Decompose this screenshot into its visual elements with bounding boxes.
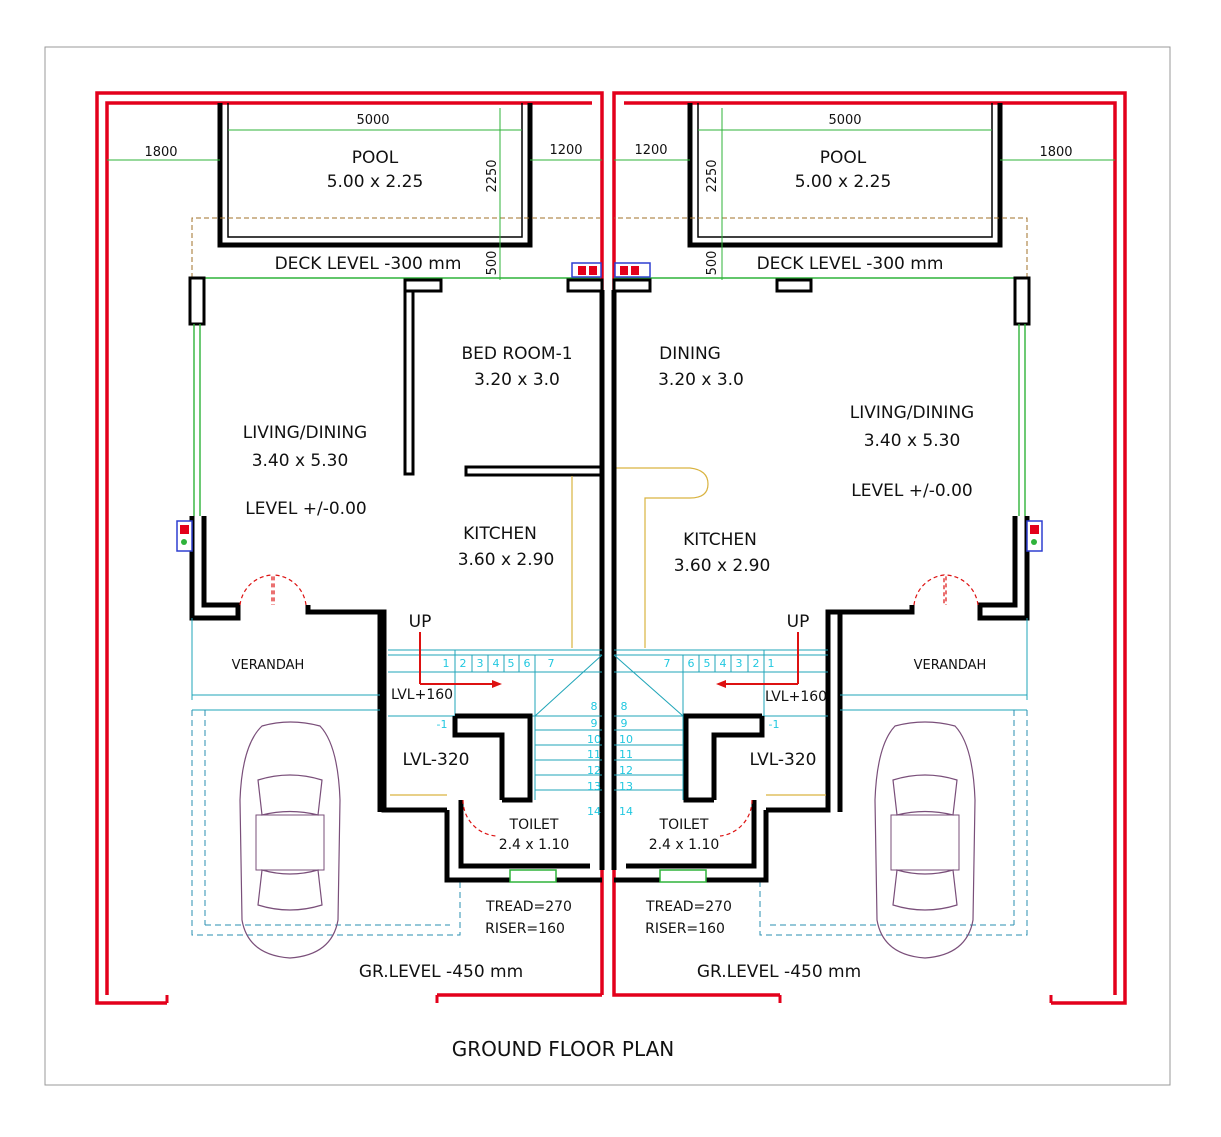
left-step-number: 3 xyxy=(477,657,484,670)
left-step-number: 12 xyxy=(587,764,601,777)
left-living-level: LEVEL +/-0.00 xyxy=(245,499,366,519)
left-toilet-size: 2.4 x 1.10 xyxy=(499,837,570,853)
right-step-number: 5 xyxy=(704,657,711,670)
left-car-icon xyxy=(239,721,341,959)
left-verandah-label: VERANDAH xyxy=(232,658,305,673)
left-lower-level: LVL-320 xyxy=(403,750,470,770)
right-step-number: 8 xyxy=(621,700,628,713)
left-step-number: 5 xyxy=(508,657,515,670)
right-step-number: 6 xyxy=(688,657,695,670)
right-setback-dim: 1800 xyxy=(1039,145,1072,160)
right-step-number: 3 xyxy=(736,657,743,670)
right-pool-label: POOL xyxy=(820,148,867,168)
right-step-number: 11 xyxy=(619,748,633,761)
right-ground-level: GR.LEVEL -450 mm xyxy=(697,962,861,982)
sheet-border xyxy=(44,46,1171,1086)
right-step-number: 1 xyxy=(768,657,775,670)
right-step-number: 4 xyxy=(720,657,727,670)
left-step-number: 14 xyxy=(587,805,601,818)
left-deck-level: DECK LEVEL -300 mm xyxy=(275,254,462,274)
right-dining-label: DINING xyxy=(659,344,721,364)
left-riser: RISER=160 xyxy=(485,921,565,937)
right-step-number: 12 xyxy=(619,764,633,777)
left-minus-one: -1 xyxy=(437,718,448,731)
left-kitchen-size: 3.60 x 2.90 xyxy=(458,550,555,570)
right-minus-one: -1 xyxy=(769,718,780,731)
right-dining-size: 3.20 x 3.0 xyxy=(658,370,744,390)
left-tread: TREAD=270 xyxy=(485,899,572,915)
left-setback-dim: 1800 xyxy=(144,145,177,160)
right-toilet-size: 2.4 x 1.10 xyxy=(649,837,720,853)
left-step-number: 2 xyxy=(460,657,467,670)
left-pool-label: POOL xyxy=(352,148,399,168)
left-unit xyxy=(107,103,605,959)
right-unit xyxy=(611,103,1115,959)
right-step-number: 13 xyxy=(619,780,633,793)
right-pool-size: 5.00 x 2.25 xyxy=(795,172,892,192)
left-up-label: UP xyxy=(409,612,432,632)
right-step-number: 7 xyxy=(664,657,671,670)
right-landing-level: LVL+160 xyxy=(765,689,827,705)
right-verandah-label: VERANDAH xyxy=(914,658,987,673)
plan-title: GROUND FLOOR PLAN xyxy=(452,1037,674,1061)
right-up-label: UP xyxy=(787,612,810,632)
right-pool-depth-dim: 2250 xyxy=(705,159,720,192)
right-step-number: 2 xyxy=(753,657,760,670)
left-gap-dim: 1200 xyxy=(549,143,582,158)
right-deck-offset-dim: 500 xyxy=(705,251,720,276)
left-bedroom-size: 3.20 x 3.0 xyxy=(474,370,560,390)
left-step-number: 8 xyxy=(591,700,598,713)
left-step-number: 7 xyxy=(548,657,555,670)
right-living-label: LIVING/DINING xyxy=(850,403,974,423)
plot-boundary xyxy=(95,91,1127,1005)
right-step-number: 10 xyxy=(619,733,633,746)
right-kitchen-size: 3.60 x 2.90 xyxy=(674,556,771,576)
right-living-size: 3.40 x 5.30 xyxy=(864,431,961,451)
left-step-number: 1 xyxy=(443,657,450,670)
right-step-number: 9 xyxy=(621,717,628,730)
right-kitchen-label: KITCHEN xyxy=(683,530,757,550)
left-pool-width-dim: 5000 xyxy=(356,113,389,128)
left-pool-wall xyxy=(217,103,533,248)
left-landing-level: LVL+160 xyxy=(391,687,453,703)
right-riser: RISER=160 xyxy=(645,921,725,937)
right-gap-dim: 1200 xyxy=(634,143,667,158)
right-tread: TREAD=270 xyxy=(645,899,732,915)
left-living-size: 3.40 x 5.30 xyxy=(252,451,349,471)
right-lower-level: LVL-320 xyxy=(750,750,817,770)
left-living-label: LIVING/DINING xyxy=(243,423,367,443)
left-deck-offset-dim: 500 xyxy=(485,251,500,276)
left-bedroom-label: BED ROOM-1 xyxy=(461,344,572,364)
left-kitchen-label: KITCHEN xyxy=(463,524,537,544)
left-step-number: 11 xyxy=(587,748,601,761)
right-step-number: 14 xyxy=(619,805,633,818)
left-step-number: 10 xyxy=(587,733,601,746)
left-pool-depth-dim: 2250 xyxy=(485,159,500,192)
left-toilet-label: TOILET xyxy=(509,817,559,833)
left-step-number: 13 xyxy=(587,780,601,793)
right-car-icon xyxy=(874,721,976,959)
left-step-number: 4 xyxy=(493,657,500,670)
left-step-number: 9 xyxy=(591,717,598,730)
right-pool-wall xyxy=(687,103,1003,248)
right-living-level: LEVEL +/-0.00 xyxy=(851,481,972,501)
right-toilet-label: TOILET xyxy=(659,817,709,833)
left-pool-size: 5.00 x 2.25 xyxy=(327,172,424,192)
right-pool-width-dim: 5000 xyxy=(828,113,861,128)
left-ground-level: GR.LEVEL -450 mm xyxy=(359,962,523,982)
left-stair xyxy=(388,632,603,800)
right-deck-level: DECK LEVEL -300 mm xyxy=(757,254,944,274)
left-step-number: 6 xyxy=(524,657,531,670)
